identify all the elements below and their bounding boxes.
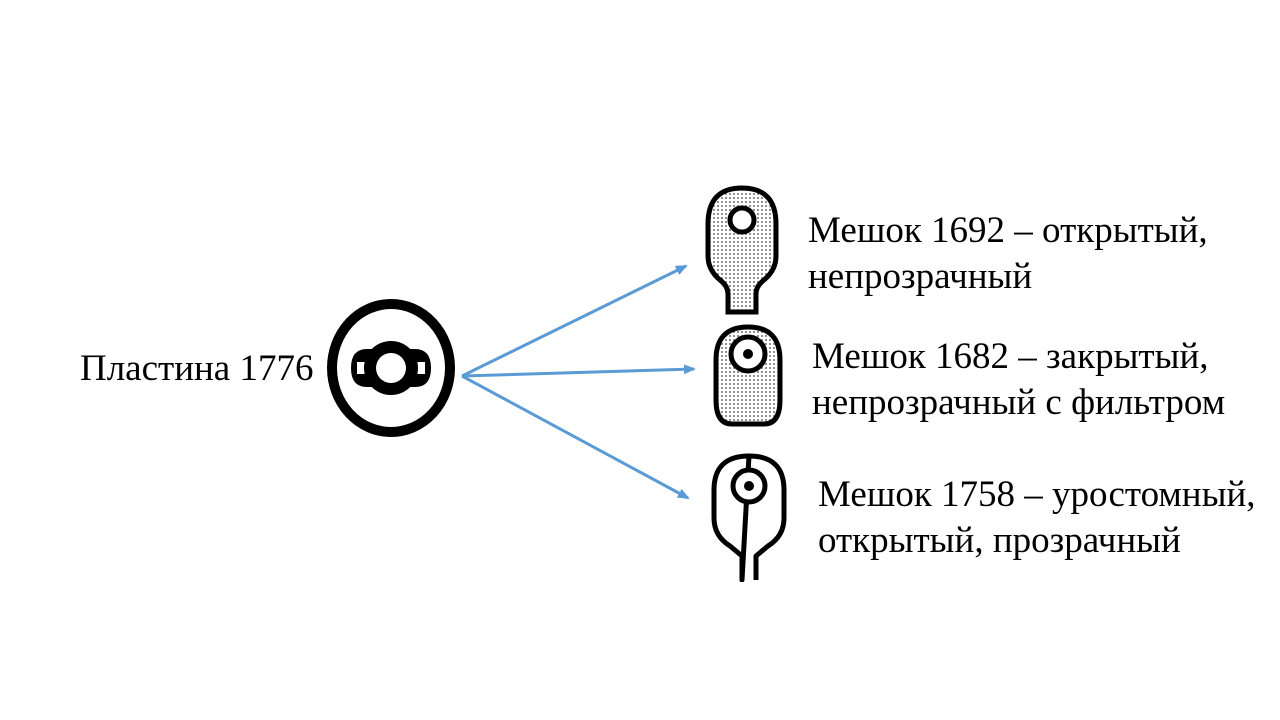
pouch-1758-label: Мешок 1758 – уростомный, открытый, прозр… xyxy=(818,472,1256,564)
pouch-1682-label: Мешок 1682 – закрытый, непрозрачный с фи… xyxy=(812,334,1225,426)
plate-label-text: Пластина 1776 xyxy=(80,348,314,389)
pouch-1758-title: Мешок 1758 – уростомный, xyxy=(818,474,1256,515)
pouch-1682-desc: непрозрачный с фильтром xyxy=(812,382,1226,423)
pouch-1692-title: Мешок 1692 – открытый, xyxy=(808,210,1208,251)
pouch-1682-title: Мешок 1682 – закрытый, xyxy=(812,336,1209,377)
pouch-1758-desc: открытый, прозрачный xyxy=(818,520,1181,561)
drainable-opaque-pouch-icon xyxy=(705,185,779,315)
pouch-1692-label: Мешок 1692 – открытый, непрозрачный xyxy=(808,208,1208,300)
urostomy-transparent-pouch-icon xyxy=(711,453,787,582)
arrow-to-pouch-1682 xyxy=(461,364,696,378)
plate-label: Пластина 1776 xyxy=(80,346,313,392)
arrow-to-pouch-1758 xyxy=(461,374,690,500)
pouch-1692-desc: непрозрачный xyxy=(808,256,1033,297)
closed-opaque-pouch-icon xyxy=(713,324,783,427)
arrow-to-pouch-1692 xyxy=(461,264,688,378)
flange-plate-icon xyxy=(327,299,455,437)
